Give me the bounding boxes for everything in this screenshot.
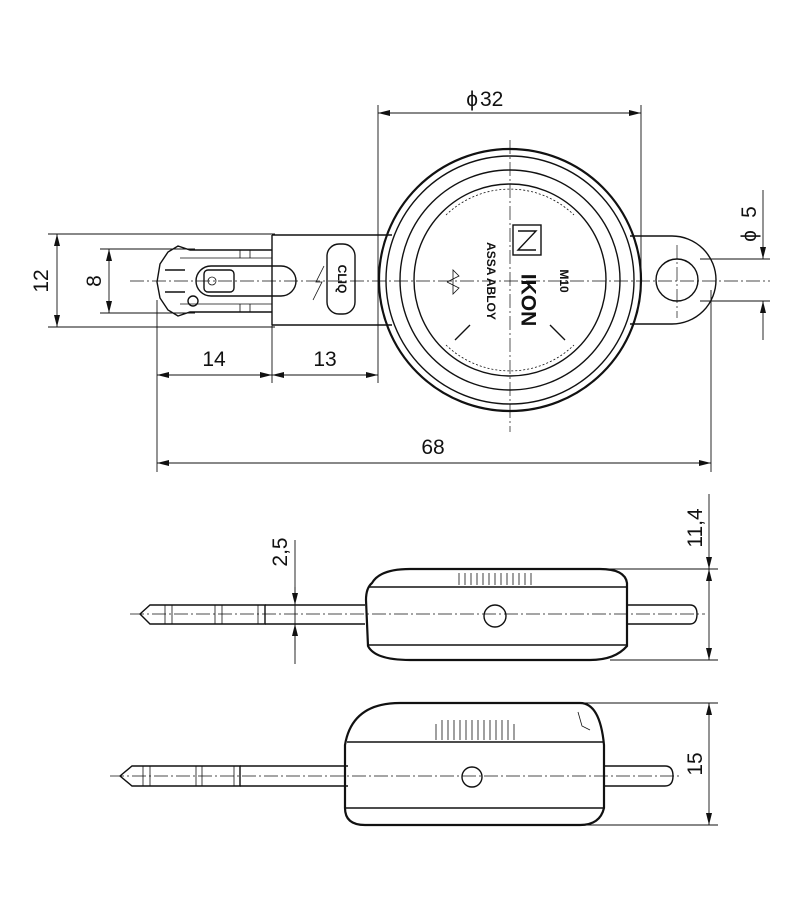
dim-thickness-2-5: 2,5 — [269, 537, 292, 566]
dim-length-68: 68 — [421, 436, 444, 459]
side1-grip — [458, 573, 532, 585]
side2-blade — [118, 765, 241, 787]
top-view: CLIQ ASSA ABLOY IKON M10 — [130, 140, 770, 432]
side-view-2 — [110, 701, 680, 827]
bluetooth-icon — [446, 269, 460, 295]
key-blade — [156, 245, 272, 317]
dim-diameter-32: 32 — [480, 88, 503, 111]
cliq-label: CLIQ — [335, 265, 349, 294]
key-shank — [272, 234, 392, 326]
side-view-1-dimensions: 2,5 11,4 — [269, 494, 718, 664]
dim-height-11-4: 11,4 — [684, 508, 707, 548]
side2-body — [343, 701, 606, 827]
dim-diameter-5-symbol: ϕ — [738, 230, 761, 242]
dim-height-8: 8 — [83, 275, 106, 287]
side-view-2-dimensions: 15 — [580, 702, 718, 826]
key-ring-lug — [630, 235, 717, 325]
side2-grip — [435, 720, 515, 740]
cliq-badge — [326, 243, 356, 315]
dim-diameter-5: 5 — [738, 206, 761, 218]
logo-label: IKON — [516, 274, 539, 327]
top-view-dimensions: ϕ 32 5 ϕ 12 8 14 13 68 — [30, 88, 770, 472]
side1-body — [364, 567, 629, 662]
dim-diameter-32-symbol: ϕ — [466, 88, 478, 111]
side-view-1 — [130, 567, 705, 662]
model-label: M10 — [557, 269, 571, 293]
side1-blade — [138, 604, 266, 625]
dim-length-14: 14 — [202, 348, 226, 371]
dim-height-15: 15 — [684, 752, 707, 775]
dim-height-12: 12 — [30, 269, 53, 292]
dim-length-13: 13 — [313, 348, 336, 371]
